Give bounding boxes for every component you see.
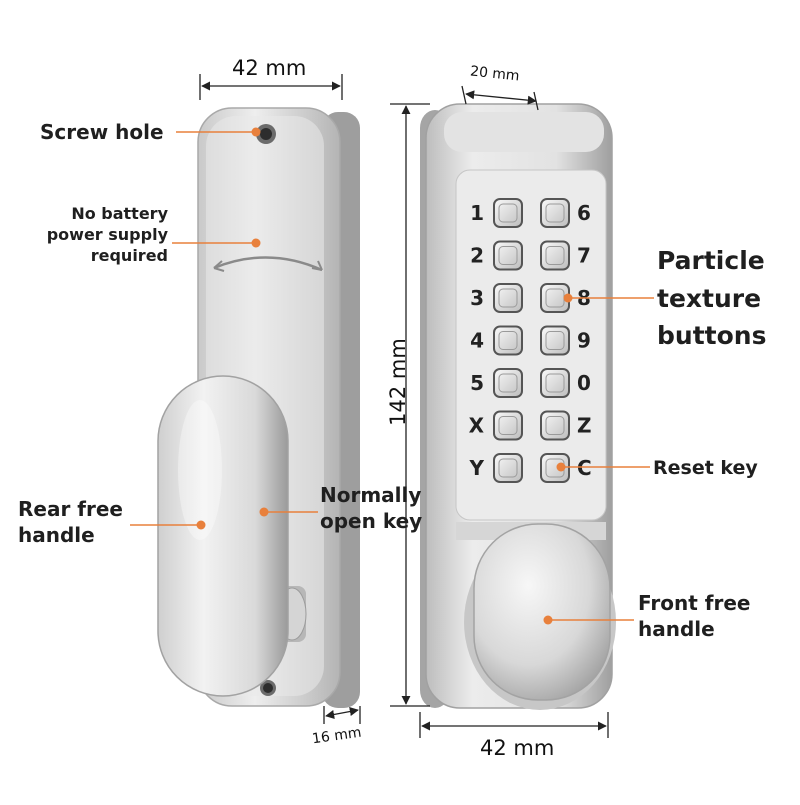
key-button-4[interactable] [493,325,523,356]
key-button-0[interactable] [540,368,570,398]
rear-handle [157,375,289,697]
rear-depth-line [325,707,359,719]
normally-open-callout: Normally open key [320,482,422,534]
key-label-c: C [577,456,592,480]
screw-hole-bottom-icon [260,680,276,696]
rear-handle-line-1: Rear free [18,497,123,521]
front-depth-line [465,90,537,105]
key-button-1[interactable] [493,198,523,228]
no-battery-line-2: power supply [46,224,168,244]
rotation-arc-icon [213,256,323,272]
no-battery-callout: No battery power supply required [20,204,168,266]
key-label-6: 6 [577,201,591,225]
rear-width-label: 42 mm [232,56,307,80]
front-top-face [444,112,604,152]
key-button-5[interactable] [493,368,523,398]
rear-handle-line-2: handle [18,523,95,547]
screw-hole-top-icon [256,124,276,144]
normally-open-line-1: Normally [320,483,422,507]
key-label-y: Y [469,456,485,480]
key-button-6[interactable] [540,198,570,228]
key-label-x: X [469,414,485,438]
height-label: 142 mm [386,338,410,426]
key-button-c[interactable] [540,453,570,483]
key-button-y[interactable] [493,453,523,483]
key-button-7[interactable] [540,240,570,271]
front-width-label: 42 mm [480,736,555,760]
key-button-3[interactable] [493,283,523,313]
key-label-2: 2 [470,244,484,268]
key-button-z[interactable] [540,410,570,441]
key-button-x[interactable] [493,410,523,441]
key-label-4: 4 [470,329,484,353]
front-handle-line-2: handle [638,617,715,641]
screw-hole-callout: Screw hole [40,120,164,144]
rear-handle-callout: Rear free handle [18,496,123,548]
particle-line-3: buttons [657,321,767,350]
key-label-3: 3 [470,286,484,310]
particle-line-1: Particle [657,246,765,275]
reset-key-callout: Reset key [653,457,758,479]
dimension-lines [199,74,609,738]
key-label-1: 1 [470,201,484,225]
callout-leaders [130,127,654,625]
front-handle-line-1: Front free [638,591,751,615]
no-battery-line-1: No battery [71,204,168,223]
front-handle [473,523,611,701]
key-label-9: 9 [577,329,591,353]
key-label-7: 7 [577,244,591,268]
normally-open-line-2: open key [320,509,423,533]
no-battery-line-3: required [90,245,168,265]
key-label-5: 5 [470,371,484,395]
rear-unit [157,107,360,708]
key-label-0: 0 [577,371,591,395]
key-button-2[interactable] [493,240,523,271]
key-button-9[interactable] [540,325,570,356]
front-handle-callout: Front free handle [638,590,750,642]
particle-callout: Particle texture buttons [657,242,766,355]
particle-line-2: texture [657,283,762,313]
key-label-z: Z [577,414,592,438]
